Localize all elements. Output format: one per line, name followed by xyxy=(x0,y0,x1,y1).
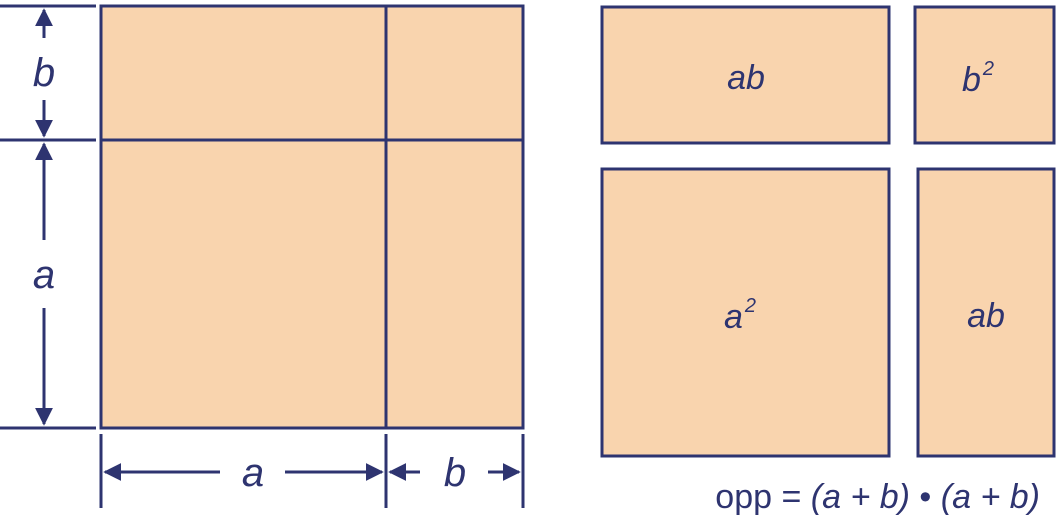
formula-factor-1: (a + b) xyxy=(811,478,910,516)
side-label-a: a xyxy=(33,253,55,297)
side-label-b: b xyxy=(33,51,55,95)
left-dimension: b a xyxy=(0,4,96,430)
bottom-dimension: a b xyxy=(99,434,525,508)
piece-ab-top-label: ab xyxy=(727,59,765,97)
piece-ab-top: ab xyxy=(600,5,891,145)
piece-ab-right: ab xyxy=(916,167,1056,458)
formula-equals: = xyxy=(772,478,811,516)
piece-b-squared-rect xyxy=(913,5,1056,145)
bottom-label-a: a xyxy=(242,451,264,495)
piece-ab-right-rect xyxy=(916,167,1056,458)
piece-ab-right-label: ab xyxy=(967,297,1005,335)
piece-ab-top-rect xyxy=(600,5,891,145)
formula-factor-2: (a + b) xyxy=(941,478,1040,516)
big-square-outline xyxy=(99,4,525,430)
area-formula: opp = (a + b) • (a + b) xyxy=(715,478,1040,516)
formula-dot: • xyxy=(910,478,941,516)
big-square xyxy=(99,4,525,430)
bottom-label-b: b xyxy=(444,451,466,495)
formula-word: opp xyxy=(715,478,772,516)
piece-a-squared-rect xyxy=(600,167,891,458)
